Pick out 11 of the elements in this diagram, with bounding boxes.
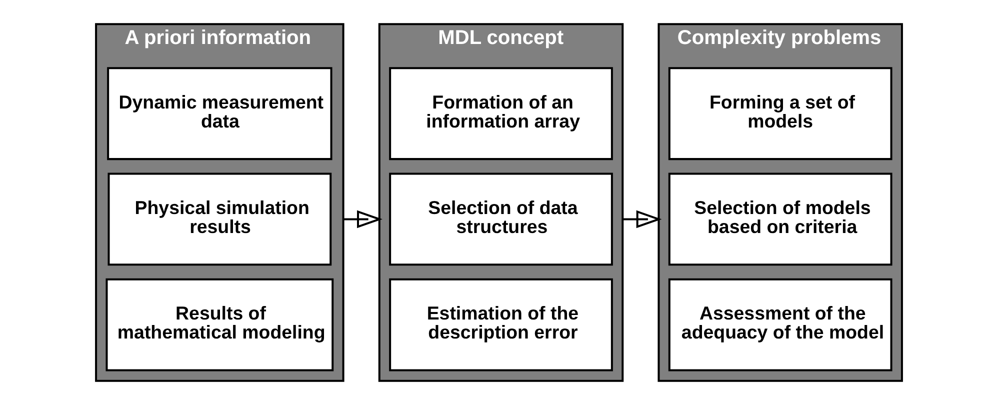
node-box: Selection of models based on criteria bbox=[668, 172, 892, 266]
node-box: Formation of an information array bbox=[389, 67, 613, 160]
node-box: Results of mathematical modeling bbox=[106, 278, 334, 372]
node-box: Dynamic measurement data bbox=[107, 67, 332, 160]
node-box: Forming a set of models bbox=[668, 67, 892, 160]
node-box: Estimation of the description error bbox=[389, 278, 613, 372]
arrow bbox=[622, 210, 662, 228]
node-box: Selection of data structures bbox=[389, 172, 613, 266]
node-box: Assessment of the adequacy of the model bbox=[668, 278, 892, 372]
arrow bbox=[343, 210, 382, 228]
node-box: Physical simulation results bbox=[108, 172, 332, 266]
